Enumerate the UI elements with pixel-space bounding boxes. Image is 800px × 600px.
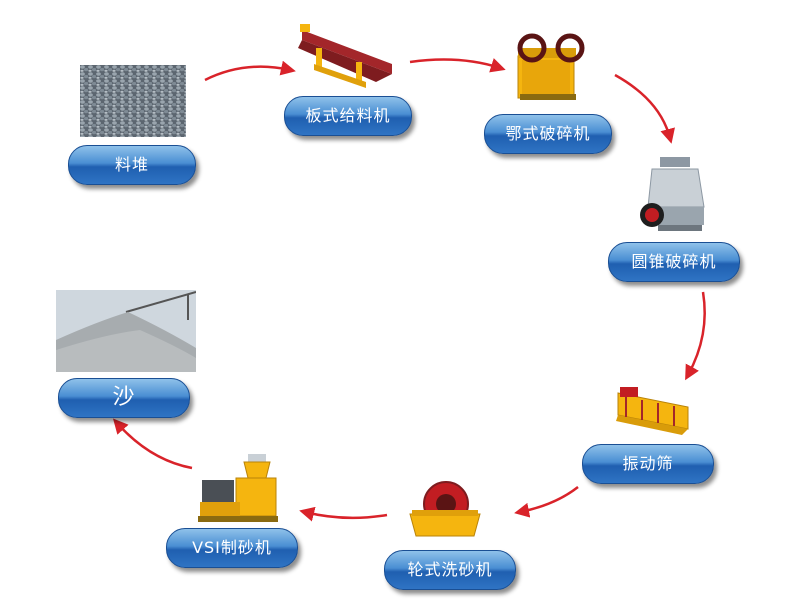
vibrating-screen-icon [616, 387, 689, 435]
arrow-feeder-to-jaw [409, 58, 506, 73]
wheel-sand-washer-icon [409, 481, 481, 537]
sand-pile-photo [56, 290, 196, 372]
arrow-vsi-to-sand [113, 418, 193, 470]
label-sand: 沙 [58, 378, 190, 418]
gravel-pile-photo [80, 65, 186, 137]
jaw-crusher-icon [517, 33, 585, 100]
plate-feeder-icon [298, 24, 392, 88]
arrow-cone-to-screen [685, 291, 706, 381]
label-jaw-crusher: 鄂式破碎机 [484, 114, 612, 154]
label-vibrating-screen: 振动筛 [582, 444, 714, 484]
label-cone-crusher: 圆锥破碎机 [608, 242, 740, 282]
arrow-washer-to-vsi [299, 506, 388, 522]
vsi-sand-maker-icon [198, 454, 278, 522]
arrow-screen-to-washer [514, 486, 579, 518]
label-pile: 料堆 [68, 145, 196, 185]
arrow-pile-to-feeder [204, 60, 296, 82]
cone-crusher-icon [640, 157, 705, 231]
label-wheel-sand-washer: 轮式洗砂机 [384, 550, 516, 590]
arrow-jaw-to-cone [614, 73, 675, 144]
label-plate-feeder: 板式给料机 [284, 96, 412, 136]
label-vsi-sand-maker: VSI制砂机 [166, 528, 298, 568]
